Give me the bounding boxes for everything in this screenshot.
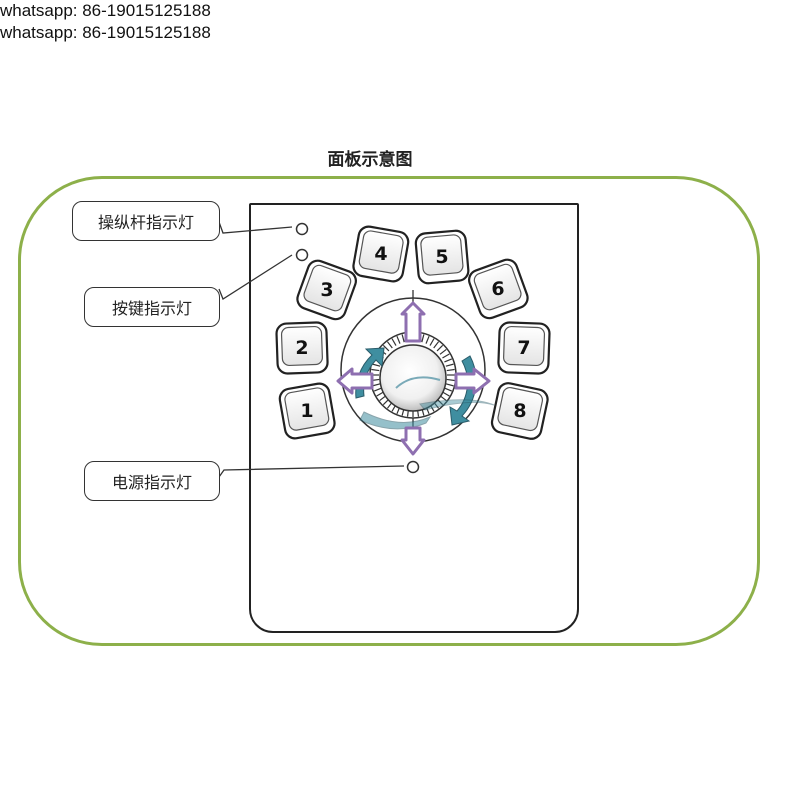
watermark-line-1: whatsapp: 86-19015125188	[0, 1, 211, 20]
key-3[interactable]: 3	[295, 258, 359, 322]
watermark-line-2: whatsapp: 86-19015125188	[0, 23, 211, 42]
key-label: 6	[491, 278, 504, 300]
key-1[interactable]: 1	[278, 382, 336, 440]
key-6[interactable]: 6	[466, 257, 530, 321]
leader-line-joystick	[218, 221, 293, 234]
key-7[interactable]: 7	[497, 321, 551, 375]
callout-key-indicator: 按键指示灯	[84, 287, 220, 327]
arrow-down	[400, 426, 426, 456]
key-5[interactable]: 5	[414, 229, 470, 285]
key-label: 5	[435, 246, 448, 268]
key-8[interactable]: 8	[490, 381, 549, 440]
arrow-right	[454, 367, 491, 395]
joystick-knob	[369, 331, 457, 419]
key-label: 2	[295, 337, 308, 359]
callout-joystick-indicator: 操纵杆指示灯	[72, 201, 220, 241]
rounded-green-frame	[18, 176, 760, 646]
callout-power-indicator: 电源指示灯	[84, 461, 220, 501]
joystick-indicator-led	[295, 222, 309, 236]
key-label: 4	[374, 243, 387, 265]
key-4[interactable]: 4	[352, 225, 410, 283]
leader-line-power	[218, 465, 405, 478]
arrow-left	[336, 367, 374, 395]
key-label: 3	[320, 279, 333, 301]
power-indicator-led	[406, 460, 420, 474]
diagram-title: 面板示意图	[327, 150, 413, 170]
leader-line-key	[218, 254, 293, 300]
key-indicator-led	[295, 248, 309, 262]
key-2[interactable]: 2	[275, 321, 329, 375]
key-label: 7	[517, 337, 530, 359]
arrow-up	[400, 301, 426, 343]
numbered-keys: 1 2 3 4 5 6 7 8	[275, 225, 551, 440]
key-label: 8	[513, 400, 526, 422]
direction-arrows	[336, 301, 491, 456]
key-label: 1	[300, 400, 313, 422]
